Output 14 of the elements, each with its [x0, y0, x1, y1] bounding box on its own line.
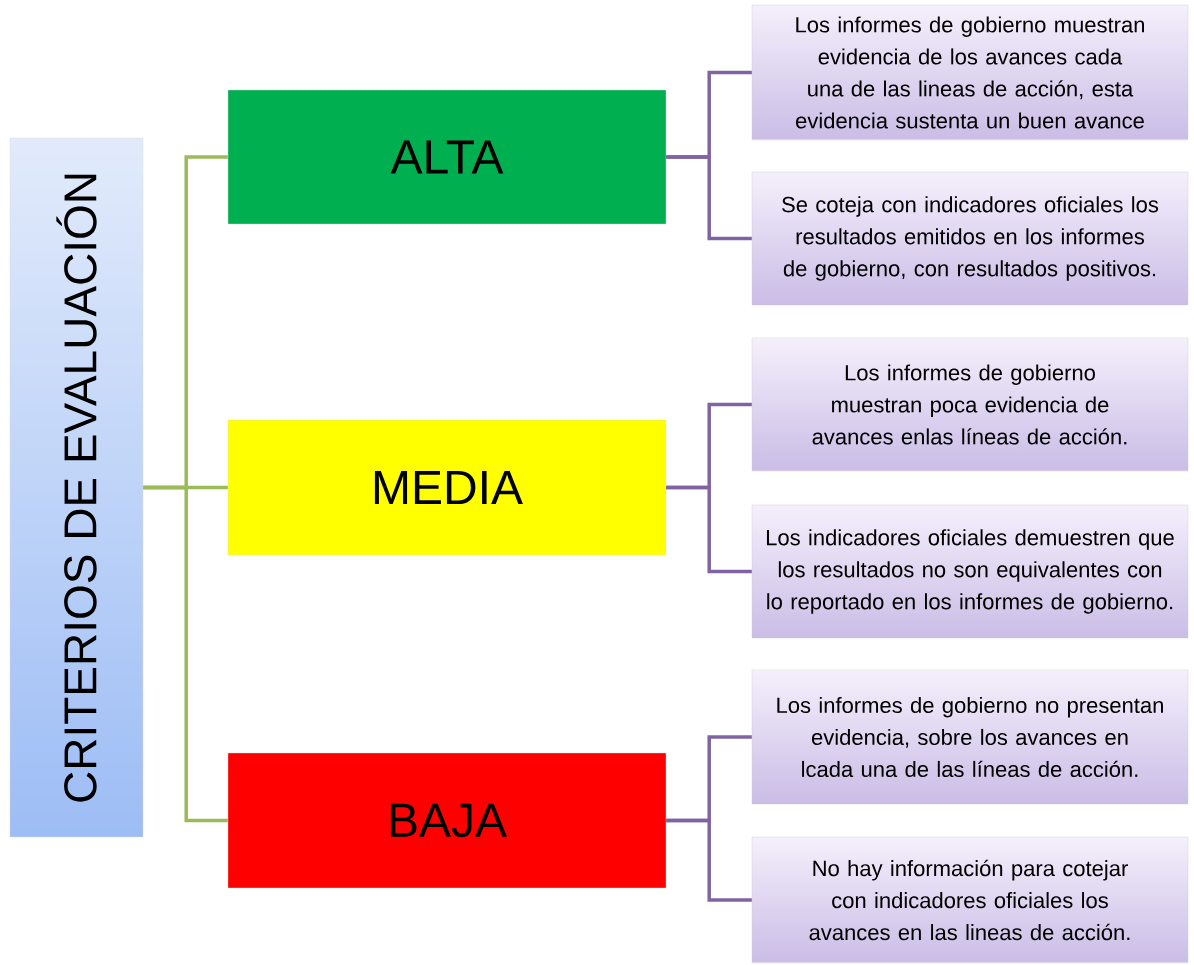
description-box: Se coteja con indicadores oficiales los resultados emitidos en los informes de gobierno, con resultados positivos. [751, 171, 1189, 306]
connector-line [666, 818, 752, 902]
description-box: Los informes de gobierno muestran poca evidencia de avances enlas líneas de acción. [751, 337, 1189, 472]
description-box: Los informes de gobierno muestran evidencia de los avances cada una de las lineas de acción, esta evidencia sustenta un buen avance [751, 4, 1189, 141]
level-box: BAJA [227, 752, 667, 889]
description-box: No hay información para cotejar con indicadores oficiales los avances en las lineas de acción. [751, 836, 1189, 964]
level-box: MEDIA [227, 419, 667, 556]
level-box: ALTA [227, 89, 667, 225]
connector-line [666, 155, 752, 241]
description-box: Los indicadores oficiales demuestren que los resultados no son equivalentes con lo reportado en los informes de gobierno. [751, 504, 1189, 639]
connector-line [666, 485, 752, 574]
title-bar: CRITERIOS DE EVALUACIÓN [9, 137, 144, 838]
connector-line [143, 485, 228, 823]
description-box: Los informes de gobierno no presentan evidencia, sobre los avances en lcada una de las líneas de acción. [751, 669, 1189, 805]
